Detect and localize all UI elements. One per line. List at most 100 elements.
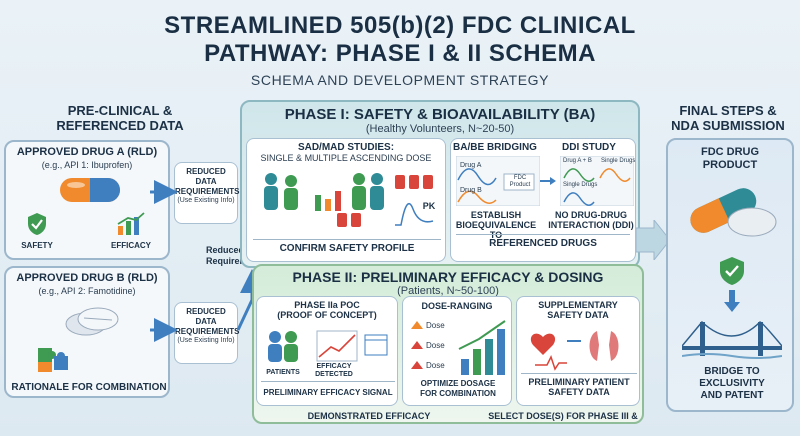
poc-card: PHASE IIa POC (PROOF OF CONCEPT) PATIENT… bbox=[256, 296, 398, 406]
supp-title: SUPPLEMENTARY SAFETY DATA bbox=[517, 300, 639, 320]
fdc-product-line2: PRODUCT bbox=[702, 159, 758, 171]
pk-label: PK bbox=[422, 201, 436, 211]
reduced-a-line2: DATA bbox=[195, 177, 217, 186]
drug-b-panel: APPROVED DRUG B (RLD) (e.g., API 2: Famo… bbox=[4, 266, 170, 398]
supplementary-card: SUPPLEMENTARY SAFETY DATA PRELIMINARY PA… bbox=[516, 296, 640, 406]
reduced-a-line3: REQUIREMENTS bbox=[175, 187, 240, 196]
babe-arrow bbox=[540, 177, 556, 185]
left-header-line1: PRE-CLINICAL & bbox=[67, 103, 173, 118]
reduced-a-line1: REDUCED bbox=[186, 167, 226, 176]
sad-title: SAD/MAD STUDIES: bbox=[297, 142, 395, 153]
drug-a-panel: APPROVED DRUG A (RLD) (e.g., API 1: Ibup… bbox=[4, 140, 170, 260]
poc-title1: PHASE IIa POC bbox=[294, 300, 360, 310]
poc-title2: (PROOF OF CONCEPT) bbox=[277, 310, 377, 320]
efficacy-chart-icon bbox=[117, 212, 145, 235]
left-header: PRE-CLINICAL & REFERENCED DATA bbox=[40, 103, 200, 133]
dose-footer1: OPTIMIZE DOSAGE bbox=[420, 379, 496, 388]
fdc-product-line1: FDC DRUG bbox=[700, 146, 760, 158]
bridge-icon bbox=[682, 320, 782, 359]
poc-title: PHASE IIa POC (PROOF OF CONCEPT) bbox=[257, 300, 397, 320]
ddi-single2: Single Drugs bbox=[563, 182, 598, 188]
patients-label: PATIENTS bbox=[266, 369, 300, 376]
volunteers-icon bbox=[264, 173, 434, 227]
ddi-footer2: INTERACTION (DDI) bbox=[548, 220, 634, 230]
nda-panel: FDC DRUG PRODUCT BRIDGE TO EXCLUSIVITY A… bbox=[666, 138, 794, 412]
left-header-line2: REFERENCED DATA bbox=[56, 118, 184, 133]
ddi-ab: Drug A + B bbox=[563, 158, 592, 164]
phase1-subtitle: (Healthy Volunteers, N~20-50) bbox=[365, 123, 515, 135]
ddi-footer1: NO DRUG-DRUG bbox=[555, 210, 627, 220]
bridge-line2: EXCLUSIVITY bbox=[699, 378, 765, 389]
drug-b-example: (e.g., API 2: Famotidine) bbox=[38, 286, 136, 296]
efficacy-label: EFFICACY bbox=[111, 241, 151, 250]
right-header: FINAL STEPS & NDA SUBMISSION bbox=[658, 103, 798, 133]
shield-icon bbox=[28, 213, 46, 235]
poc-footer: PRELIMINARY EFFICACY SIGNAL bbox=[263, 388, 393, 397]
capsule-icon bbox=[60, 178, 120, 202]
rationale-label: RATIONALE FOR COMBINATION bbox=[11, 382, 167, 393]
approval-shield-icon bbox=[720, 257, 744, 285]
dose-ranging-card: DOSE-RANGING Dose Dose Dose OPTIMIZE DOS… bbox=[402, 296, 512, 406]
supp-title2: SAFETY DATA bbox=[547, 310, 609, 320]
supp-footer: PRELIMINARY PATIENT SAFETY DATA bbox=[517, 377, 641, 397]
tablet-icon bbox=[65, 307, 119, 336]
poc-divider bbox=[261, 381, 395, 382]
sad-subtitle: SINGLE & MULTIPLE ASCENDING DOSE bbox=[260, 153, 432, 163]
phase2-subtitle: (Patients, N~50-100) bbox=[397, 285, 499, 297]
page-title-block: STREAMLINED 505(b)(2) FDC CLINICAL PATHW… bbox=[0, 12, 800, 88]
ddi-footer: NO DRUG-DRUG INTERACTION (DDI) bbox=[546, 210, 636, 230]
bridge-line3: AND PATENT bbox=[700, 390, 764, 401]
bridge-line1: BRIDGE TO bbox=[704, 366, 760, 377]
reduced-a-line4: (Use Existing Info) bbox=[177, 197, 235, 204]
supp-title1: SUPPLEMENTARY bbox=[538, 300, 618, 310]
dose-label-3: Dose bbox=[426, 361, 445, 370]
phase1-title: PHASE I: SAFETY & BIOAVAILABILITY (BA) bbox=[284, 106, 596, 123]
demonstrated-efficacy: DEMONSTRATED EFFICACY bbox=[307, 411, 431, 421]
babe-drug-a: Drug A bbox=[460, 162, 482, 169]
dose-footer2: FOR COMBINATION bbox=[420, 389, 496, 398]
efficacy-detected: EFFICACY DETECTED bbox=[311, 363, 357, 379]
reduced-note: Reduced Data Requirements bbox=[196, 245, 276, 267]
efficacy-detected2: DETECTED bbox=[315, 371, 353, 378]
reduced-data-box-a: REDUCED DATA REQUIREMENTS (Use Existing … bbox=[174, 162, 240, 224]
babe-chart bbox=[456, 156, 540, 206]
dose-label-1: Dose bbox=[426, 321, 445, 330]
babe-drug-b: Drug B bbox=[460, 187, 482, 194]
dose-label-2: Dose bbox=[426, 341, 445, 350]
ddi-title: DDI STUDY bbox=[562, 142, 616, 153]
reduced-data-box-b: REDUCED DATA REQUIREMENTS (Use Existing … bbox=[174, 302, 240, 364]
supp-footer2: SAFETY DATA bbox=[548, 387, 610, 397]
arrow-to-phase bbox=[236, 269, 264, 331]
right-header-line1: FINAL STEPS & bbox=[679, 103, 777, 118]
dose-chart bbox=[411, 320, 506, 375]
supp-footer1: PRELIMINARY PATIENT bbox=[528, 377, 630, 387]
page-title-line2: PATHWAY: PHASE I & II SCHEMA bbox=[204, 40, 596, 67]
page-subtitle: SCHEMA AND DEVELOPMENT STRATEGY bbox=[250, 72, 550, 88]
puzzle-icon bbox=[38, 348, 68, 372]
patients-icon bbox=[268, 330, 388, 362]
efficacy-detected1: EFFICACY bbox=[316, 363, 352, 370]
phase2-title: PHASE II: PRELIMINARY EFFICACY & DOSING bbox=[292, 269, 604, 285]
babe-footer1: ESTABLISH bbox=[470, 210, 522, 220]
fdc-pill-icon bbox=[690, 188, 777, 237]
babe-footer: ESTABLISH BIOEQUIVALENCE TO bbox=[450, 210, 542, 240]
supp-divider bbox=[521, 373, 637, 374]
sad-divider bbox=[253, 239, 441, 240]
ddi-single1: Single Drugs bbox=[601, 158, 636, 164]
reduced-b-line3: REQUIREMENTS bbox=[175, 327, 240, 336]
babe-divider bbox=[456, 234, 630, 235]
fdc-product-label: FDC DRUG PRODUCT bbox=[668, 146, 792, 172]
ddi-chart bbox=[560, 156, 634, 206]
right-header-line2: NDA SUBMISSION bbox=[671, 118, 785, 133]
babe-title: BA/BE BRIDGING bbox=[453, 142, 537, 153]
reduced-note-line2: Requirements bbox=[205, 256, 267, 266]
babe-footer2: BIOEQUIVALENCE TO bbox=[455, 220, 537, 240]
big-arrow-right bbox=[636, 220, 670, 260]
select-doses: SELECT DOSE(S) FOR PHASE III & bbox=[488, 411, 638, 421]
reduced-b-line4: (Use Existing Info) bbox=[177, 337, 235, 344]
dose-title: DOSE-RANGING bbox=[421, 301, 493, 311]
sad-mad-card: SAD/MAD STUDIES: SINGLE & MULTIPLE ASCEN… bbox=[246, 138, 446, 262]
safety-label: SAFETY bbox=[21, 241, 53, 250]
sad-footer: CONFIRM SAFETY PROFILE bbox=[279, 243, 415, 254]
dose-footer: OPTIMIZE DOSAGE FOR COMBINATION bbox=[403, 379, 513, 399]
